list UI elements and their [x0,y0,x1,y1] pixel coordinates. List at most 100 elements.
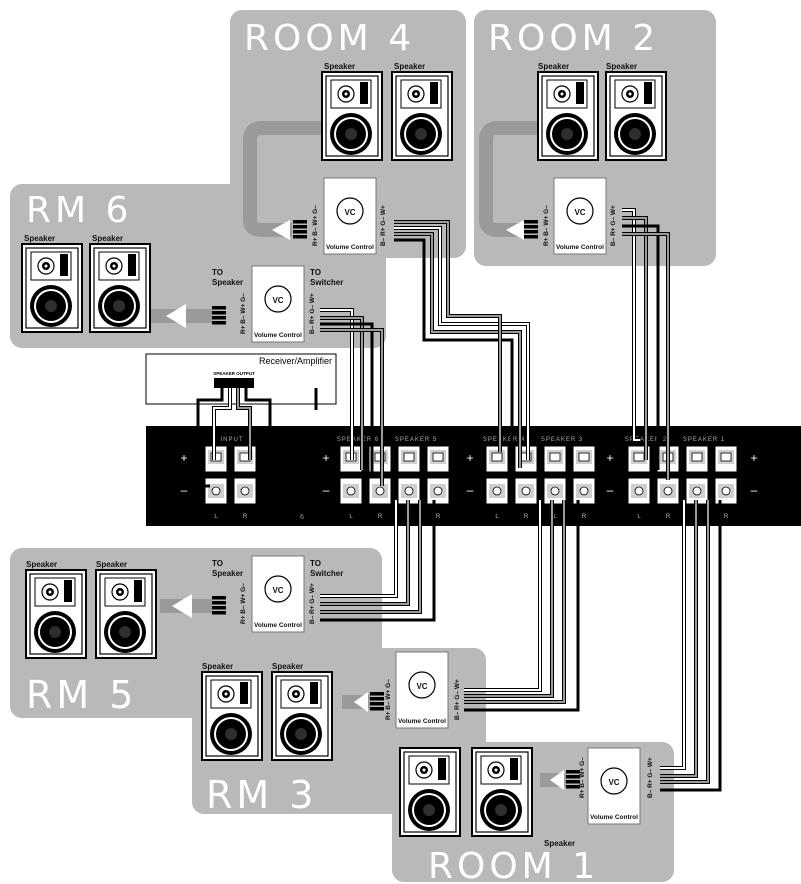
switcher-jack-top[interactable] [233,445,257,473]
jack-lr-label: L [553,514,557,520]
wire-black [660,500,722,792]
wire-gray-core [320,329,383,486]
room-2-volume-control-label: Volume Control [556,244,604,251]
switcher-jack-bottom[interactable] [485,477,509,505]
room-1-volume-control-label: Volume Control [590,814,638,821]
switcher-jack-top[interactable] [397,445,421,473]
room-4-switcher-terms: B– R+ G– W+ [380,205,387,246]
rm-6-speaker-right [89,243,151,333]
rm-6-speaker-label-1: Speaker [24,234,55,243]
switcher-channel-label: INPUT [221,437,244,443]
jack-lr-label: R [436,514,441,520]
polarity-sign: + [606,451,613,465]
jack-lr-label: L [349,514,353,520]
rm-6-vc-label: VC [272,296,283,305]
switcher-jack-bottom[interactable] [572,477,596,505]
room-2-speaker-label-1: Speaker [538,62,569,71]
rm-6-speaker-left [21,243,83,333]
wire-white-core [464,500,541,691]
wire-gray-core [237,388,251,460]
rm-6-to-switcher-label: Switcher [310,278,343,287]
switcher-jack-bottom[interactable] [339,477,363,505]
room-4-speaker-right [391,71,453,161]
wire-white-core [213,388,231,460]
wire-gray [660,500,698,778]
room-4-speaker-label-1: Speaker [324,62,355,71]
room-2-switcher-terms: B– R+ G– W+ [610,205,617,246]
switcher-jack-top[interactable] [572,445,596,473]
rm-3-vc-label: VC [416,682,427,691]
room-1-speaker-right [471,747,533,837]
polarity-sign: + [180,451,187,465]
wire-black [394,238,514,476]
switcher-jack-bottom[interactable] [514,477,538,505]
switcher-jack-bottom[interactable] [714,477,738,505]
switcher-jack-top[interactable] [543,445,567,473]
switcher-channel-label: SPEAKER 3 [541,437,583,443]
switcher-jack-top[interactable] [685,445,709,473]
switcher-six-label: 6 [300,514,304,521]
room-2-speaker-left [537,71,599,161]
switcher-jack-top[interactable] [426,445,450,473]
rm-3-speaker-label-2: Speaker [272,662,303,671]
jack-lr-label: L [214,514,218,520]
switcher-jack-top[interactable] [714,445,738,473]
room-4-speaker-left [321,71,383,161]
room-4-volume-control-label: Volume Control [326,244,374,251]
polarity-sign: – [323,483,330,497]
polarity-sign: + [322,451,329,465]
switcher-jack-bottom[interactable] [627,477,651,505]
room-4-title: ROOM 4 [244,18,415,59]
jack-lr-label: R [524,514,529,520]
rm-5-switcher-terms: B– R+ G– W+ [309,583,316,624]
switcher-channel-label: SPEAKER 4 [483,437,525,443]
jack-lr-label: L [495,514,499,520]
rm-5-title: RM 5 [26,673,137,717]
rm-6-volume-control-label: Volume Control [254,332,302,339]
rm-6-speaker-label-2: Speaker [92,234,123,243]
rm-5-speaker-label-1: Speaker [26,560,57,569]
room-1-switcher-terms: B– R+ G– W+ [647,757,654,798]
jack-lr-label: R [582,514,587,520]
speaker-switcher [146,426,801,526]
polarity-sign: – [467,483,474,497]
wire-white-core [660,500,685,769]
rm-5-speaker-right [95,569,157,659]
wire-gray-core [464,500,565,703]
rm-5-to-switcher-label: Switcher [310,569,343,578]
wire-black [622,224,660,470]
rm-5-speaker-terms: R+ B– W+ G– [240,583,247,624]
jack-lr-label: L [637,514,641,520]
wire-white-core [320,309,353,460]
switcher-jack-bottom[interactable] [656,477,680,505]
rm-3-volume-control-label: Volume Control [398,718,446,725]
switcher-jack-top[interactable] [485,445,509,473]
switcher-jack-bottom[interactable] [233,477,257,505]
room-4-speaker-label-2: Speaker [394,62,425,71]
jack-lr-label: R [666,514,671,520]
room-2-speaker-terms: R+ B– W+ G– [543,205,550,246]
switcher-channel-label: SPEAKER 5 [395,437,437,443]
room-1-title: ROOM 1 [428,846,599,884]
room-1-speaker-left [399,747,461,837]
rm-6-to-speaker-label: Speaker [212,278,243,287]
polarity-sign: – [181,483,188,497]
wire-gray-core [320,317,363,470]
polarity-sign: + [466,451,473,465]
rm-5-volume-control-label: Volume Control [254,622,302,629]
wiring [196,208,722,792]
room-2-speaker-right [605,71,667,161]
wire-gray-core [622,233,669,480]
wire-black [244,388,272,488]
wire-gray-core [394,233,521,468]
wire-black [320,500,436,622]
rm-5-speaker-left [25,569,87,659]
rm-5-to-speaker-label: Speaker [212,569,243,578]
switcher-jack-bottom[interactable] [426,477,450,505]
wire-gray-core [464,500,553,697]
wire-white [660,500,686,770]
switcher-jack-bottom[interactable] [204,477,228,505]
rm-3-speaker-left [201,671,263,761]
room-2-vc-label: VC [574,208,585,217]
